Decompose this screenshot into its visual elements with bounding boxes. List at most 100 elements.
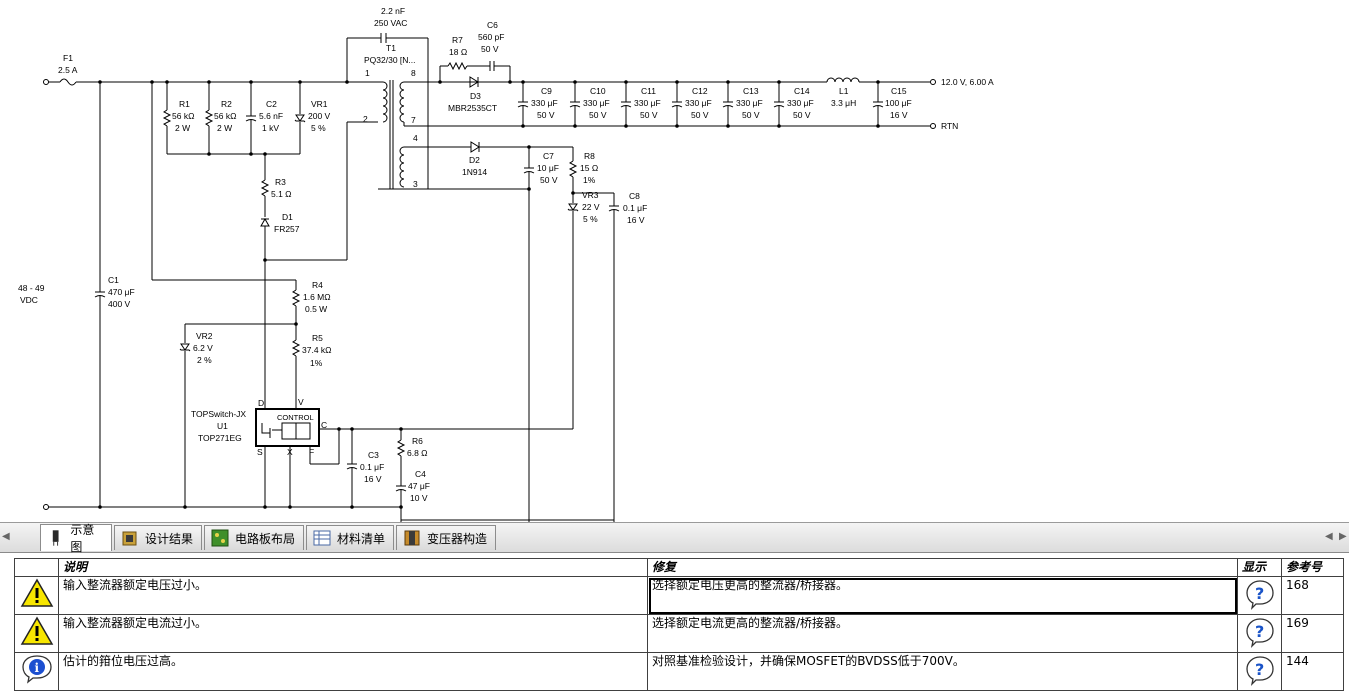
ref-cell: 144 (1281, 652, 1344, 691)
component-label-components-r8-1: 15 Ω (580, 163, 598, 173)
severity-cell (14, 614, 59, 653)
component-label-pins-t1_8: 8 (411, 68, 416, 78)
help-icon[interactable]: ? (1244, 616, 1276, 648)
component-label-components-c10-2: 50 V (589, 110, 607, 120)
component-label-components-u1-1: U1 (217, 421, 228, 431)
component-label-components-d3-1: MBR2535CT (448, 103, 497, 113)
component-label-components-c1-1: 470 μF (108, 287, 135, 297)
warnings-table: 说明 修复 显示 参考号 输入整流器额定电压过小。 选择额定电压更高的整流器/桥… (14, 558, 1344, 691)
severity-cell (14, 576, 59, 615)
warning-icon (20, 616, 53, 645)
svg-text:?: ? (1255, 622, 1264, 641)
tabs-scroll-left-icon[interactable]: ◀ (2, 531, 10, 542)
tab-label: 电路板布局 (235, 531, 296, 546)
component-label-components-d2-1: 1N914 (462, 167, 487, 177)
component-label-components-r8-2: 1% (583, 175, 596, 185)
component-label-components-c11-0: C11 (641, 86, 656, 96)
component-label-components-c8-0: C8 (629, 191, 640, 201)
tab-transformer[interactable]: 变压器构造 (396, 525, 496, 550)
component-label-pins-t1_2: 2 (363, 114, 368, 124)
component-label-components-u1-0: TOPSwitch-JX (191, 409, 246, 419)
component-label-components-vr2-1: 6.2 V (193, 343, 213, 353)
component-label-components-vr2-0: VR2 (196, 331, 213, 341)
component-label-pins-t1_4: 4 (413, 133, 418, 143)
help-icon[interactable]: ? (1244, 654, 1276, 686)
component-label-components-c3-1: 0.1 μF (360, 462, 384, 472)
column-header-ref[interactable]: 参考号 (1281, 558, 1344, 577)
ref-cell: 168 (1281, 576, 1344, 615)
component-label-pins-u1_c: C (321, 420, 327, 430)
component-label-components-c2-2: 1 kV (262, 123, 279, 133)
tab-pcb-layout[interactable]: 电路板布局 (204, 525, 304, 550)
component-label-components-c13-0: C13 (743, 86, 759, 96)
tab-bom[interactable]: 材料清单 (306, 525, 394, 550)
component-label-components-l1-0: L1 (839, 86, 849, 96)
show-cell[interactable]: ? (1237, 614, 1282, 653)
output-voltage-label: 12.0 V, 6.00 A (941, 77, 994, 87)
component-label-components-r4-0: R4 (312, 280, 323, 290)
input-voltage-line1: 48 - 49 (18, 283, 45, 293)
svg-text:i: i (34, 661, 39, 675)
component-label-components-c14-0: C14 (794, 86, 810, 96)
tabs-scroll-left-end-icon[interactable]: ◀ (1325, 531, 1333, 542)
component-label-components-d1-1: FR257 (274, 224, 300, 234)
table-row[interactable]: 输入整流器额定电压过小。 选择额定电压更高的整流器/桥接器。 ? 168 (14, 576, 1344, 615)
column-header-fix[interactable]: 修复 (647, 558, 1238, 577)
component-label-components-r3-1: 5.1 Ω (271, 189, 292, 199)
fix-cell[interactable]: 选择额定电流更高的整流器/桥接器。 (647, 614, 1238, 653)
component-label-pins-u1_f: F (309, 447, 314, 457)
tab-label: 变压器构造 (427, 531, 488, 546)
tab-design-results[interactable]: 设计结果 (114, 525, 202, 550)
component-label-components-c12-1: 330 μF (685, 98, 712, 108)
schematic-canvas[interactable]: F1 2.5 A 48 - 49 VDC C1 470 μF 400 V R1 … (0, 0, 1349, 522)
component-label-components-d2-0: D2 (469, 155, 480, 165)
component-label-components-c9-1: 330 μF (531, 98, 558, 108)
component-label-components-r5-2: 1% (310, 358, 323, 368)
component-label-components-c1-2: 400 V (108, 299, 131, 309)
transformer-t1[interactable] (375, 80, 428, 190)
component-label-components-l1-1: 3.3 μH (831, 98, 856, 108)
show-cell[interactable]: ? (1237, 576, 1282, 615)
table-row[interactable]: 输入整流器额定电流过小。 选择额定电流更高的整流器/桥接器。 ? 169 (14, 614, 1344, 653)
component-label-components-c6-0: C6 (487, 20, 498, 30)
output-return-label: RTN (941, 121, 958, 131)
tab-label: 设计结果 (145, 531, 194, 546)
column-header-description[interactable]: 说明 (58, 558, 648, 577)
component-label-components-r6-0: R6 (412, 436, 423, 446)
f1-value: 2.5 A (58, 65, 78, 75)
tab-label: 示意图 (70, 523, 95, 554)
column-header-show[interactable]: 显示 (1237, 558, 1282, 577)
component-label-components-c2-1: 5.6 nF (259, 111, 283, 121)
component-label-components-r6-1: 6.8 Ω (407, 448, 428, 458)
info-icon: i (21, 655, 52, 684)
component-label-components-d3-0: D3 (470, 91, 481, 101)
tabs-scroll-right-icon[interactable]: ▶ (1339, 531, 1347, 542)
component-label-components-r2-1: 56 kΩ (214, 111, 236, 121)
tab-schematic[interactable]: 示意图 (40, 523, 112, 554)
component-label-pins-t1_7: 7 (411, 115, 416, 125)
component-label-components-c1-0: C1 (108, 275, 119, 285)
severity-cell: i (14, 652, 59, 691)
fix-cell[interactable]: 选择额定电压更高的整流器/桥接器。 (647, 576, 1238, 615)
description-cell: 输入整流器额定电压过小。 (58, 576, 648, 615)
component-label-components-vr2-2: 2 % (197, 355, 212, 365)
description-cell: 估计的箝位电压过高。 (58, 652, 648, 691)
component-label-components-t1-0: T1 (386, 43, 396, 53)
pcb-layout-icon (211, 529, 229, 547)
component-label-pins-u1_d: D (258, 398, 264, 408)
topswitch-u1[interactable] (255, 408, 320, 447)
component-label-components-c4-2: 10 V (410, 493, 428, 503)
component-label-components-vr3-2: 5 % (583, 214, 598, 224)
output-capacitor-bank (517, 80, 785, 128)
table-row[interactable]: i 估计的箝位电压过高。 对照基准检验设计，并确保MOSFET的BVDSS低于7… (14, 652, 1344, 691)
component-label-components-r5-1: 37.4 kΩ (302, 345, 332, 355)
component-label-components-r2-2: 2 W (217, 123, 232, 133)
component-label-components-c11-1: 330 μF (634, 98, 661, 108)
component-label-components-c2-0: C2 (266, 99, 277, 109)
fix-cell[interactable]: 对照基准检验设计，并确保MOSFET的BVDSS低于700V。 (647, 652, 1238, 691)
view-tab-bar: ◀ 示意图 设计结果 电路板布局 材料清单 变压器构造 ◀ ▶ (0, 522, 1349, 554)
show-cell[interactable]: ? (1237, 652, 1282, 691)
component-label-components-c3-2: 16 V (364, 474, 382, 484)
help-icon[interactable]: ? (1244, 578, 1276, 610)
component-label-components-cy-0: 2.2 nF (381, 6, 405, 16)
